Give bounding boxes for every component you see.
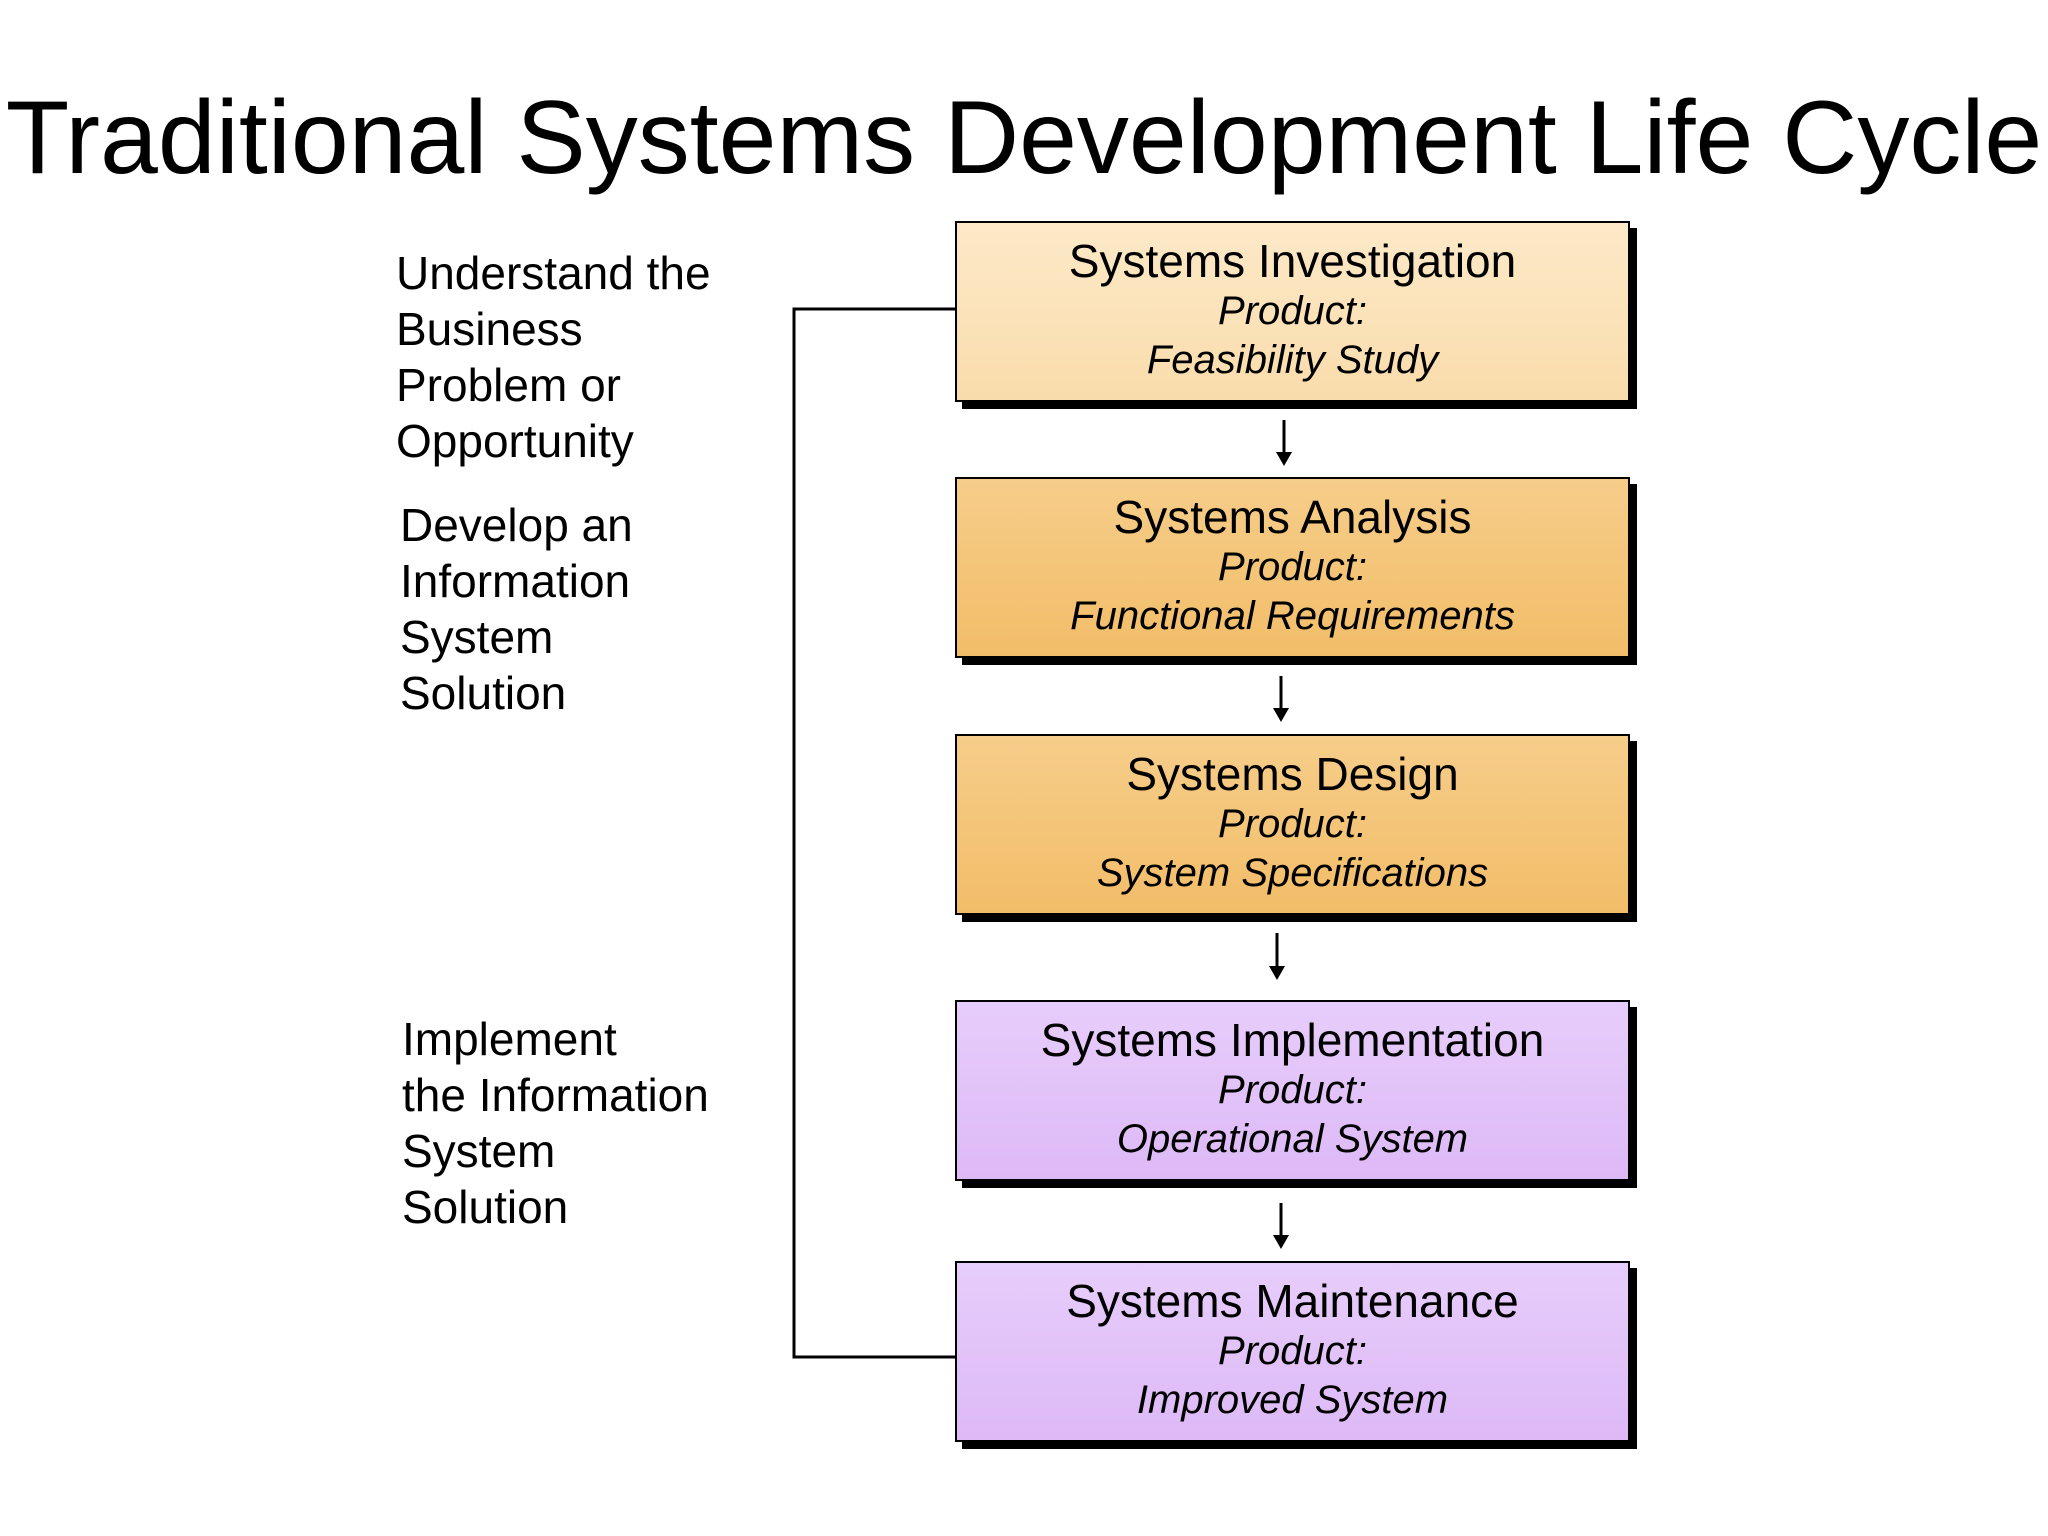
stage-product-output: Feasibility Study	[1146, 338, 1439, 382]
phase-label-develop: Develop an Information System Solution	[400, 497, 633, 721]
phase-label-line: Develop an	[400, 499, 633, 551]
stage-title: Systems Investigation	[1068, 235, 1517, 287]
phase-label-line: Solution	[402, 1181, 569, 1233]
phase-label-implement: Implement the Information System Solutio…	[402, 1011, 709, 1235]
stage-title: Systems Implementation	[1040, 1014, 1545, 1066]
stage-product-label: Product:	[1218, 289, 1367, 333]
stage-title: Systems Maintenance	[1066, 1275, 1519, 1327]
feedback-loop-line	[792, 307, 957, 1359]
stage-box-systems-design: Systems Design Product: System Specifica…	[955, 734, 1630, 915]
phase-label-line: Information	[400, 555, 631, 607]
stage-title: Systems Analysis	[1113, 491, 1472, 543]
stage-box-systems-analysis: Systems Analysis Product: Functional Req…	[955, 477, 1630, 658]
stage-title: Systems Design	[1126, 748, 1459, 800]
phase-label-line: Solution	[400, 667, 567, 719]
stage-product-output: Improved System	[1136, 1378, 1449, 1422]
phase-label-line: Implement	[402, 1013, 617, 1065]
stage-product-label: Product:	[1218, 545, 1367, 589]
phase-label-line: System	[400, 611, 554, 663]
phase-label-understand: Understand the Business Problem or Oppor…	[396, 245, 711, 469]
down-arrow-icon	[1269, 933, 1285, 980]
down-arrow-icon	[1276, 420, 1292, 466]
phase-label-line: Business	[396, 303, 583, 355]
stage-box-systems-investigation: Systems Investigation Product: Feasibili…	[955, 221, 1630, 402]
stage-product-output: Operational System	[1116, 1117, 1469, 1161]
stage-product-label: Product:	[1218, 1329, 1367, 1373]
stage-box-systems-maintenance: Systems Maintenance Product: Improved Sy…	[955, 1261, 1630, 1442]
stage-product-label: Product:	[1218, 802, 1367, 846]
down-arrow-icon	[1273, 1203, 1289, 1249]
stage-product-output: Functional Requirements	[1070, 594, 1515, 638]
stage-product-label: Product:	[1218, 1068, 1367, 1112]
phase-label-line: the Information	[402, 1069, 709, 1121]
page-title: Traditional Systems Development Life Cyc…	[5, 80, 2043, 196]
stage-product-output: System Specifications	[1096, 851, 1489, 895]
stage-box-systems-implementation: Systems Implementation Product: Operatio…	[955, 1000, 1630, 1181]
down-arrow-icon	[1273, 676, 1289, 722]
phase-label-line: Opportunity	[396, 415, 634, 467]
phase-label-line: Understand the	[396, 247, 711, 299]
phase-label-line: Problem or	[396, 359, 621, 411]
phase-label-line: System	[402, 1125, 556, 1177]
